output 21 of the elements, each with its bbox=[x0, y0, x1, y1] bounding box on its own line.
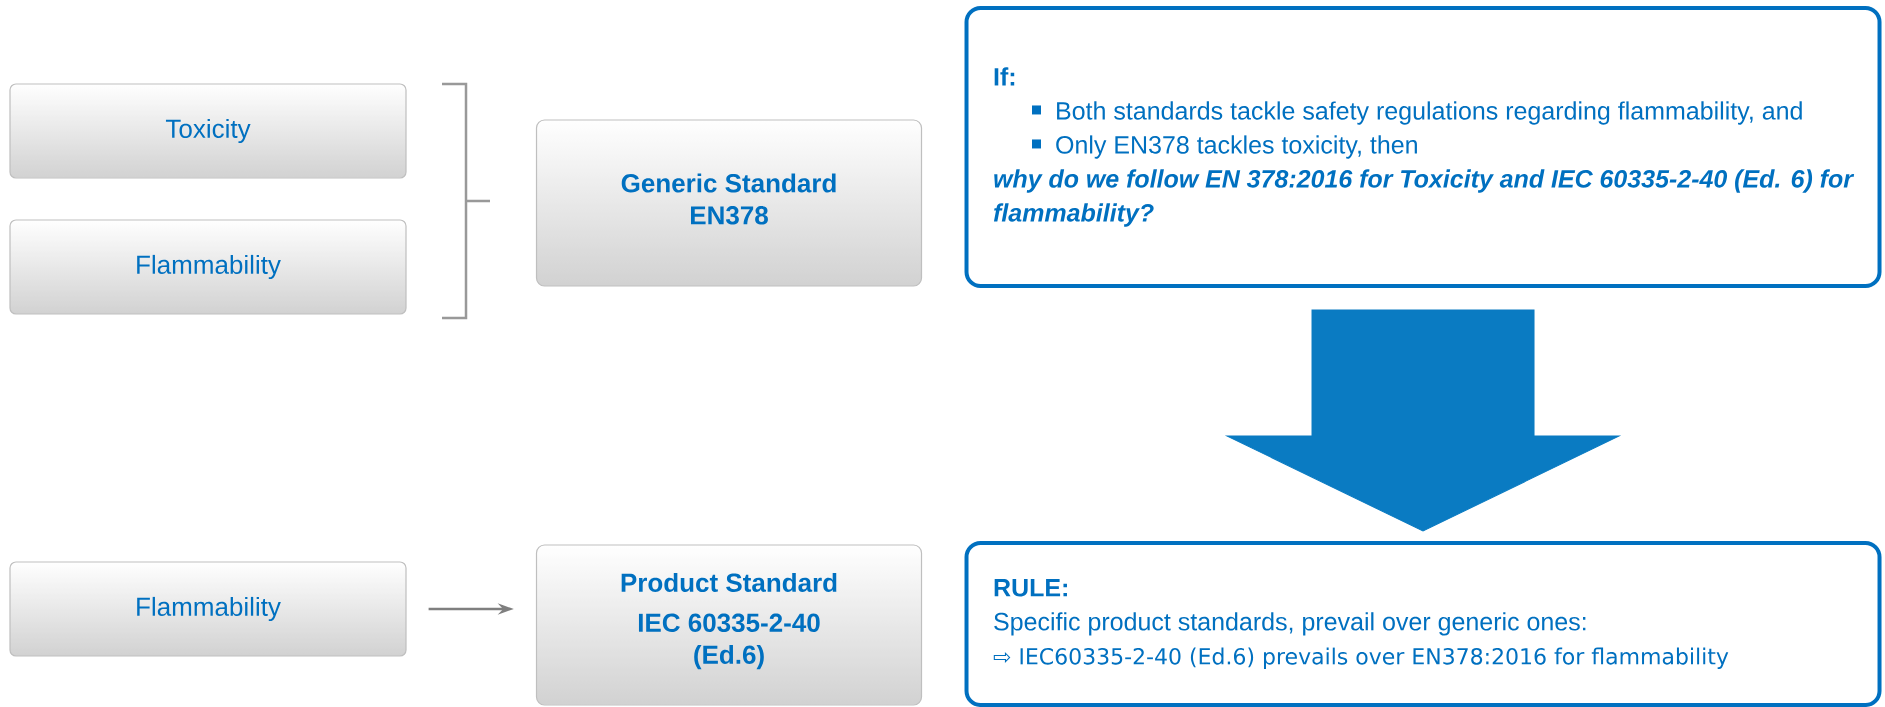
standard-box bbox=[535, 119, 923, 287]
box-label: Toxicity bbox=[165, 118, 251, 144]
text-panel bbox=[964, 541, 1882, 707]
topic-box bbox=[9, 219, 407, 315]
bullet-item: Only EN378 tackles toxicity, then bbox=[1032, 135, 1417, 159]
block-arrow bbox=[1226, 309, 1620, 532]
topic-box bbox=[9, 83, 407, 179]
topic-box bbox=[9, 561, 407, 657]
box-label: Generic Standard EN378 bbox=[621, 173, 836, 225]
text-panel bbox=[964, 6, 1882, 288]
box-label: Flammability bbox=[137, 254, 281, 280]
standard-box bbox=[535, 544, 923, 706]
box-label: Product Standard bbox=[621, 572, 837, 592]
rule-text: ⇨ IEC60335-2-40 (Ed.6) prevails over EN378:2016 for flammability bbox=[993, 647, 1729, 669]
heading: If: bbox=[994, 67, 1015, 86]
question-text: why do we follow EN 378:2016 for Toxicity and IEC 60335-2-40 (Ed. 6) for flammability? bbox=[993, 169, 1855, 227]
bullet-item: Both standards tackle safety regulations regarding flammability, and bbox=[1032, 101, 1802, 125]
heading: RULE: bbox=[994, 579, 1067, 597]
box-label: IEC 60335-2-40 (Ed.6) bbox=[638, 613, 820, 670]
rule-text: Specific product standards, prevail over generic ones: bbox=[994, 612, 1586, 636]
box-label: Flammability bbox=[137, 596, 281, 622]
